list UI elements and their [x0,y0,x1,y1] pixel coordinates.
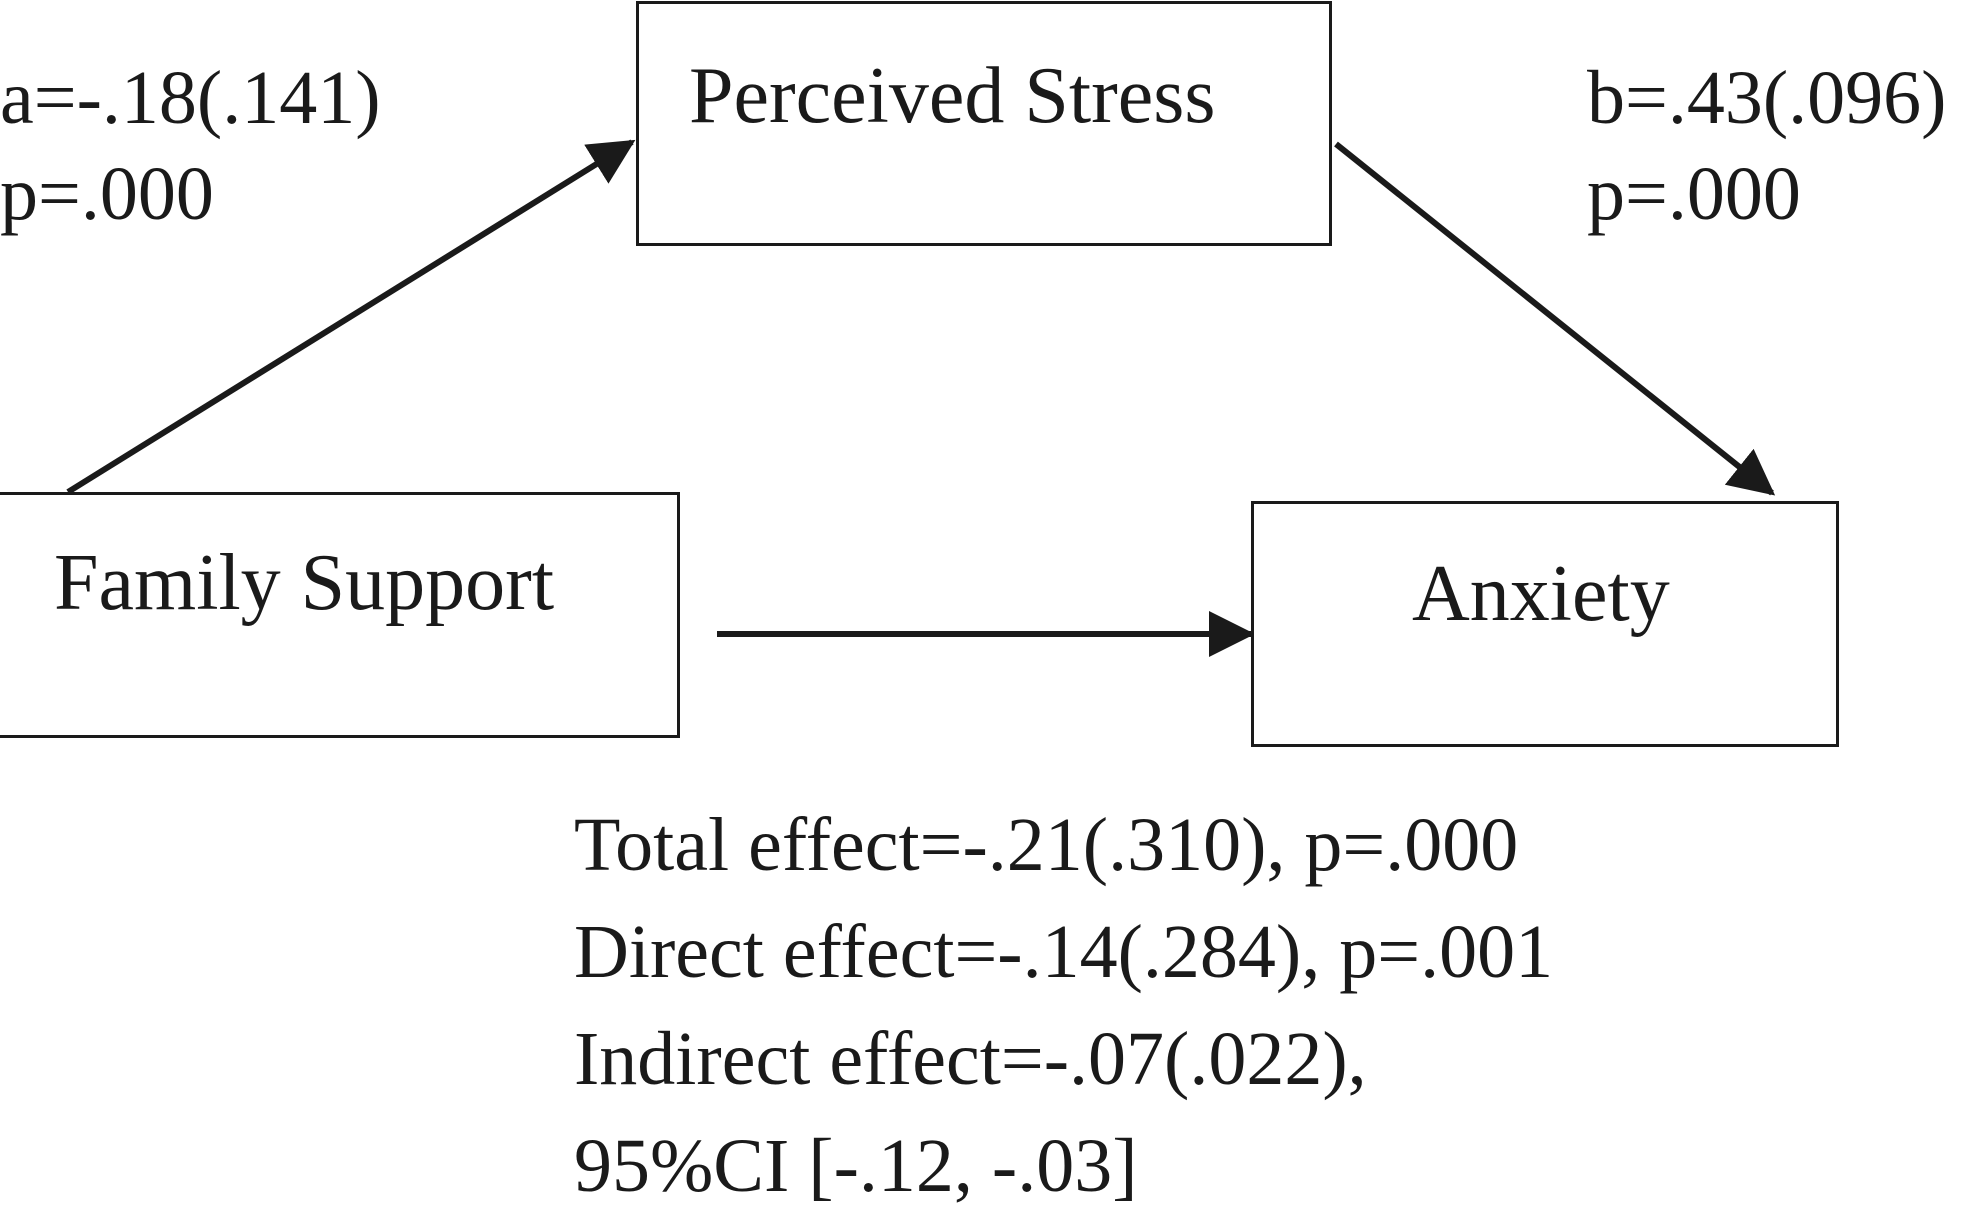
path-b-coefficient: b=.43(.096) [1587,56,1947,140]
total-effect: Total effect=-.21(.310), p=.000 [574,803,1519,887]
confidence-interval: 95%CI [-.12, -.03] [574,1124,1138,1208]
predictor-box: Family Support [0,492,680,738]
direct-effect: Direct effect=-.14(.284), p=.001 [574,910,1554,994]
mediator-label: Perceived Stress [689,52,1216,140]
path-a-annotation: a=-.18(.141) p=.000 [0,50,381,242]
path-b-pvalue: p=.000 [1587,152,1801,236]
path-a-coefficient: a=-.18(.141) [0,56,381,140]
path-a-arrow [66,139,636,495]
effects-annotation: Total effect=-.21(.310), p=.000 Direct e… [574,792,1553,1220]
path-b-arrow [1334,141,1776,496]
mediator-box: Perceived Stress [636,1,1332,246]
outcome-box: Anxiety [1251,501,1839,747]
path-b-annotation: b=.43(.096) p=.000 [1587,50,1946,242]
indirect-effect: Indirect effect=-.07(.022), [574,1017,1367,1101]
path-a-pvalue: p=.000 [0,152,214,236]
predictor-label: Family Support [54,539,555,627]
outcome-label: Anxiety [1412,550,1670,638]
